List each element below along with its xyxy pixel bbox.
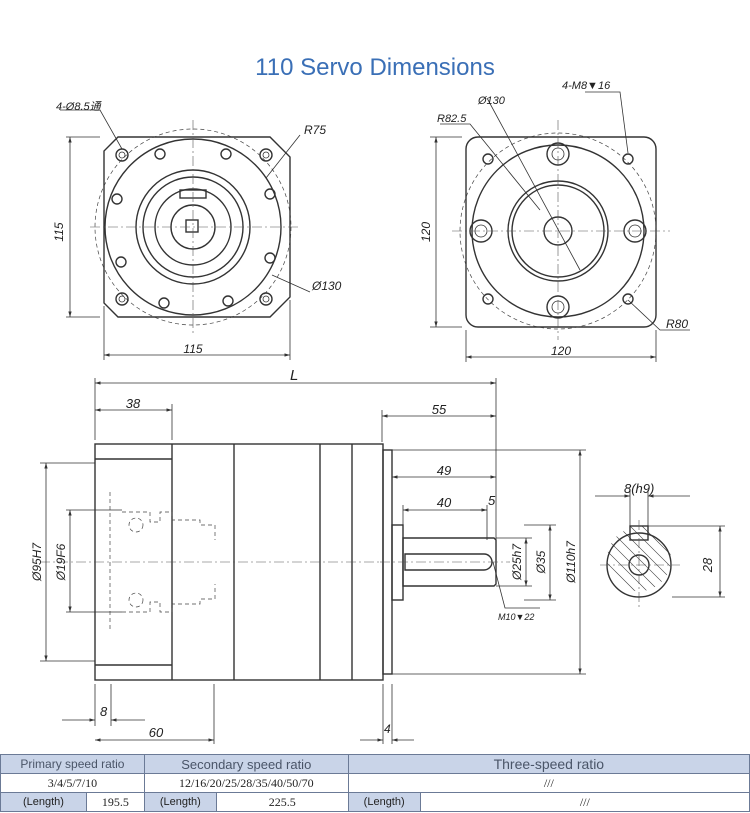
- secondary-length: 225.5: [215, 792, 349, 812]
- front-holes-label: 4-Ø8.5通: [56, 101, 103, 113]
- technical-drawing: 4-Ø8.5通 R75 115 115 Ø130: [30, 80, 725, 744]
- rear-thread-label: 4-M8▼16: [562, 80, 611, 92]
- key-height-label: 28: [700, 557, 715, 573]
- table-header-row: Primary speed ratio Secondary speed rati…: [0, 754, 750, 774]
- body-diameter-label: Ø110h7: [564, 540, 578, 584]
- output-shaft-label: Ø25h7: [510, 543, 524, 581]
- secondary-length-label: (Length): [143, 792, 217, 812]
- input-shaft-label: Ø19F6: [54, 543, 68, 581]
- primary-ratios: 3/4/5/7/10: [0, 773, 145, 793]
- rear-radius-bottom-label: R80: [666, 317, 688, 331]
- key-offset-label: 5: [488, 493, 496, 508]
- flange-label: 38: [126, 396, 141, 411]
- primary-length-label: (Length): [0, 792, 87, 812]
- shaft-49-label: 49: [437, 463, 451, 478]
- center-thread-label: M10▼22: [498, 612, 534, 622]
- front-height-label: 115: [52, 222, 66, 241]
- three-speed-length: ///: [419, 792, 750, 812]
- rear-circle-label: Ø130: [477, 95, 506, 107]
- three-speed-length-label: (Length): [347, 792, 421, 812]
- table-length-row: (Length) 195.5 (Length) 225.5 (Length) /…: [0, 792, 750, 812]
- spigot-label: 4: [384, 722, 391, 736]
- rear-radius-top-label: R82.5: [437, 113, 467, 125]
- primary-ratio-header: Primary speed ratio: [0, 754, 145, 774]
- lip-label: 8: [100, 704, 108, 719]
- side-view: L 38 55 49 40 5 Ø95H7 Ø19F6 Ø25h7 Ø35 Ø1…: [30, 367, 586, 744]
- secondary-ratios: 12/16/20/25/28/35/40/50/70: [143, 773, 349, 793]
- rear-view: Ø130 4-M8▼16 R82.5 120 120 R80: [419, 80, 690, 362]
- speed-ratio-table: Primary speed ratio Secondary speed rati…: [0, 754, 750, 812]
- key-width-label: 8(h9): [624, 481, 654, 496]
- page-title: 110 Servo Dimensions: [255, 54, 495, 81]
- depth-label: 60: [149, 725, 164, 740]
- front-circle-label: Ø130: [311, 279, 342, 293]
- table-ratio-row: 3/4/5/7/10 12/16/20/25/28/35/40/50/70 //…: [0, 773, 750, 793]
- shoulder-label: Ø35: [534, 550, 548, 574]
- three-speed-ratio-header: Three-speed ratio: [347, 754, 750, 774]
- front-view: 4-Ø8.5通 R75 115 115 Ø130: [52, 101, 342, 360]
- front-width-label: 115: [183, 342, 202, 356]
- shaft-section-view: 8(h9) 28: [595, 481, 725, 610]
- front-radius-label: R75: [304, 123, 326, 137]
- total-length-label: L: [290, 367, 298, 384]
- rear-width-label: 120: [551, 344, 571, 358]
- rear-height-label: 120: [419, 222, 433, 242]
- shaft-total-label: 55: [432, 402, 447, 417]
- key-length-label: 40: [437, 495, 452, 510]
- three-speed-ratios: ///: [347, 773, 750, 793]
- primary-length: 195.5: [85, 792, 145, 812]
- secondary-ratio-header: Secondary speed ratio: [143, 754, 349, 774]
- bore-label: Ø95H7: [30, 542, 44, 582]
